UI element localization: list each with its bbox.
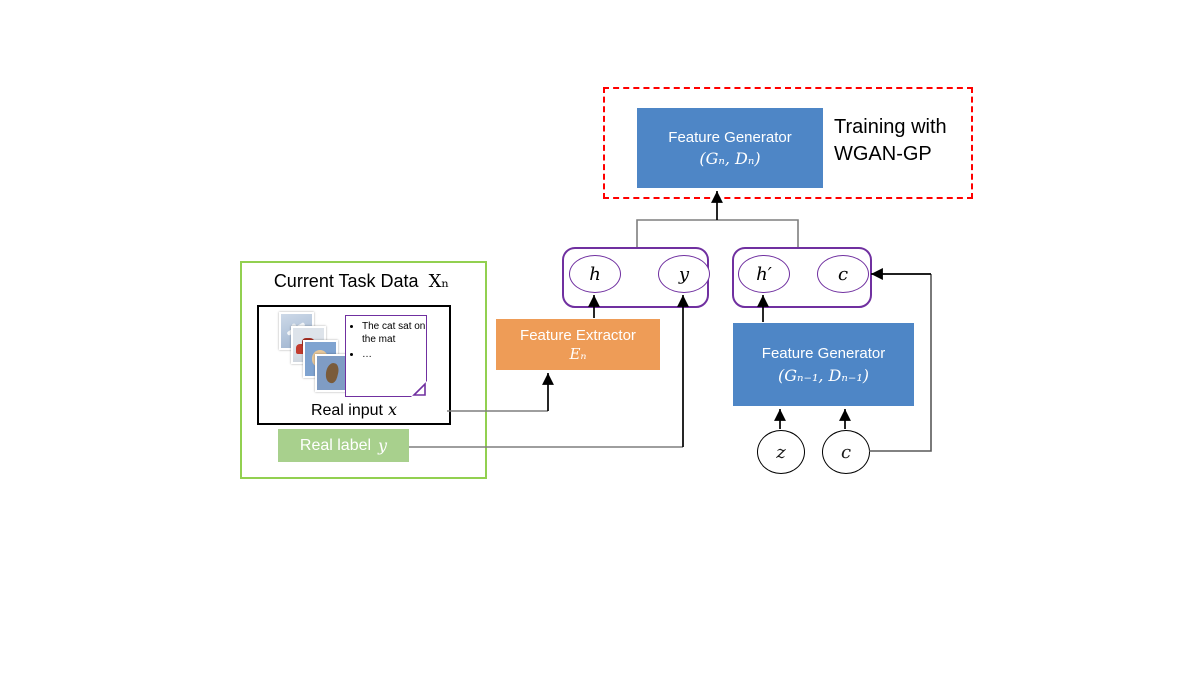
condition-c-label: c	[840, 441, 852, 463]
note-bullet-1: The cat sat on the mat	[362, 321, 426, 346]
note-bullet-2: …	[362, 349, 426, 362]
feature-extractor-box: Feature Extractor Eₙ	[496, 319, 660, 370]
current-task-title: Current Task Data Xₙ	[240, 271, 483, 292]
current-task-title-var: Xₙ	[428, 271, 450, 292]
feature-generator-prev-label: Feature Generator	[761, 344, 886, 362]
latent-c-node: c	[817, 255, 869, 293]
real-label-text: Real label	[299, 436, 372, 454]
real-label-box: Real label y	[278, 429, 409, 462]
current-task-title-text: Current Task Data	[273, 271, 419, 291]
feature-extractor-label: Feature Extractor	[520, 326, 636, 344]
text-sample-note: The cat sat on the mat …	[345, 315, 428, 398]
training-annotation: Training with WGAN-GP	[834, 114, 984, 168]
latent-h-node: h	[569, 255, 621, 293]
feature-generator-prev-box: Feature Generator (Gₙ₋₁, Dₙ₋₁)	[733, 323, 914, 406]
wgan-training-dashed-box	[603, 87, 973, 199]
latent-c-label: c	[837, 263, 849, 285]
noise-z-label: z	[776, 441, 786, 463]
latent-y-label: y	[678, 263, 690, 285]
condition-c-node: c	[822, 430, 870, 474]
real-input-label: Real input x	[259, 400, 449, 420]
real-label-var: y	[378, 436, 388, 455]
training-annotation-line1: Training with	[834, 116, 947, 138]
real-input-text: Real input	[310, 402, 383, 419]
feature-generator-current-symbols: (Gₙ, Dₙ)	[699, 148, 761, 168]
folded-corner-icon	[410, 380, 428, 398]
real-input-var: x	[388, 400, 398, 419]
latent-h-label: h	[589, 263, 601, 285]
feature-generator-prev-symbols: (Gₙ₋₁, Dₙ₋₁)	[778, 365, 869, 385]
real-input-box: The cat sat on the mat … Real input x	[257, 305, 451, 425]
feature-generator-current-box: Feature Generator (Gₙ, Dₙ)	[637, 108, 823, 188]
noise-z-node: z	[757, 430, 805, 474]
latents-to-generator-bus	[636, 219, 799, 247]
bird-icon	[323, 361, 341, 385]
feature-generator-current-label: Feature Generator	[668, 128, 792, 146]
feature-extractor-symbol: Eₙ	[569, 344, 587, 363]
latent-y-node: y	[658, 255, 710, 293]
latent-h-prime-label: h′	[756, 263, 772, 285]
latent-h-prime-node: h′	[738, 255, 790, 293]
training-annotation-line2: WGAN-GP	[834, 143, 932, 165]
